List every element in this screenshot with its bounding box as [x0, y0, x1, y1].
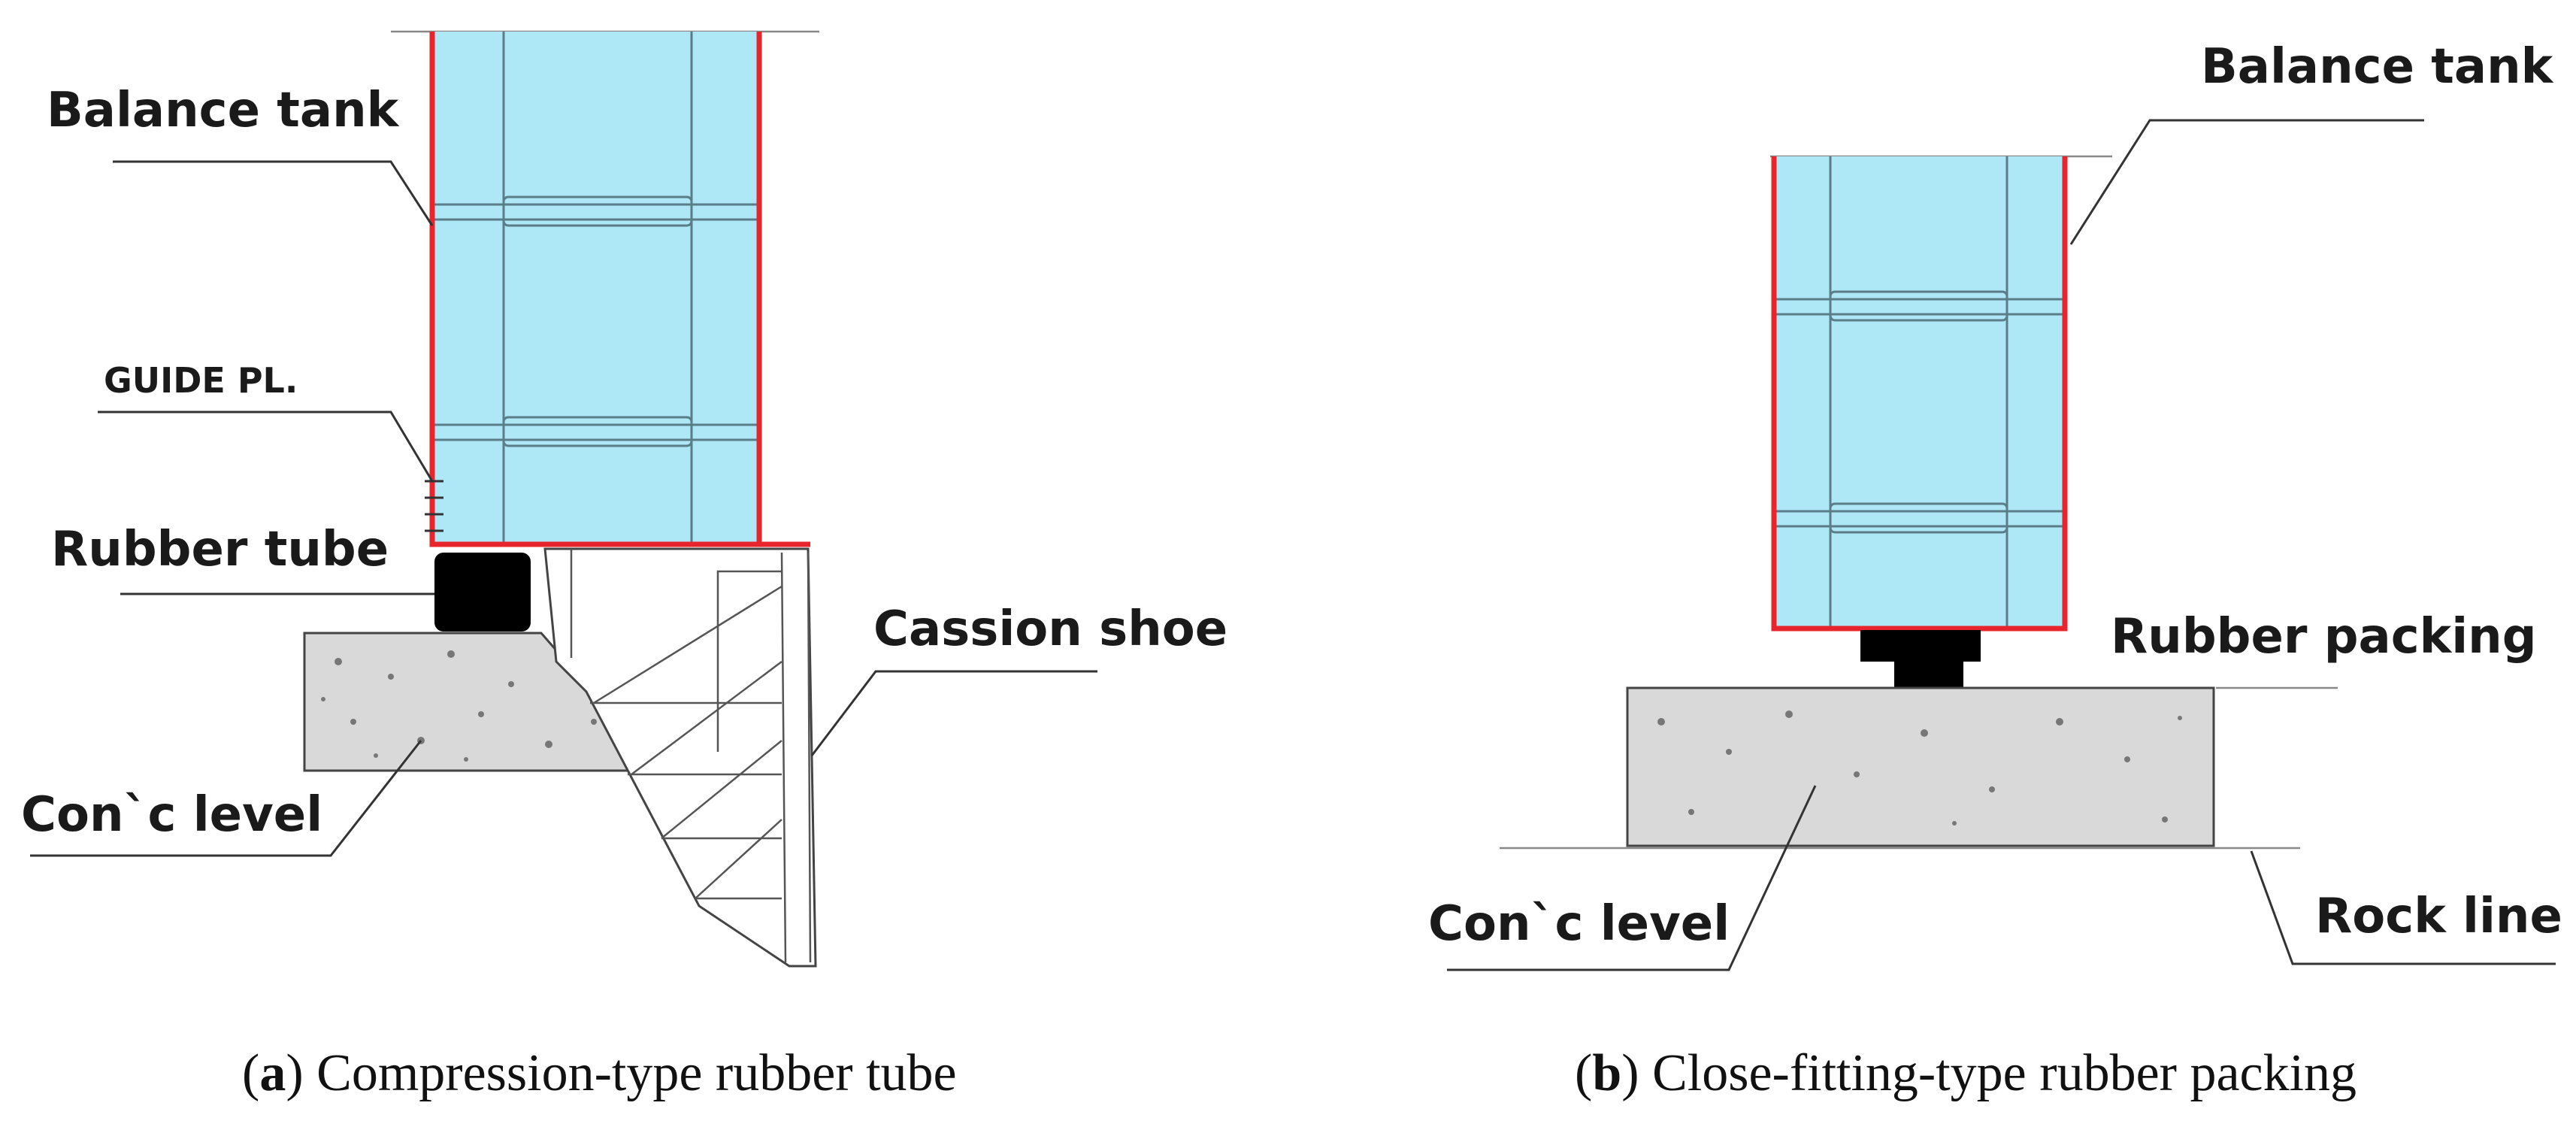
panel-a: Balance tank GUIDE PL. Rubber tube Cassi… [21, 30, 1227, 1102]
caption-a: (a) Compression-type rubber tube [242, 1044, 957, 1102]
tank-outline-b [1771, 156, 2068, 632]
label-rock-line: Rock line [2315, 889, 2562, 944]
label-rubber-packing: Rubber packing [2111, 609, 2537, 665]
panel-b: Balance tank Rubber packing Con`c level … [1428, 39, 2562, 1102]
label-cassion-shoe: Cassion shoe [873, 601, 1227, 657]
rubber-tube-shape [434, 553, 531, 632]
label-balance-tank-a: Balance tank [47, 83, 400, 138]
tank-outline [429, 32, 810, 547]
caption-a-text: Compression-type rubber tube [304, 1044, 957, 1102]
leader-conc-level-b [1447, 785, 1817, 971]
guide-plate [425, 480, 443, 532]
leader-cassion-shoe [810, 670, 1097, 756]
tank-grid-b [1774, 156, 2065, 629]
leader-balance-tank-b [2069, 119, 2424, 245]
rubber-packing-shape [1860, 630, 1981, 688]
leader-conc-level-a [30, 740, 422, 857]
label-balance-tank-b: Balance tank [2201, 39, 2554, 95]
tank-fill [432, 32, 759, 544]
tank-grid [432, 32, 759, 544]
leader-guide-pl [98, 410, 434, 482]
balance-tank-b [1771, 156, 2068, 632]
label-conc-level-b: Con`c level [1428, 896, 1730, 952]
caption-b: (b) Close-fitting-type rubber packing [1575, 1044, 2357, 1102]
caption-a-letter: a [259, 1044, 286, 1102]
label-rubber-tube: Rubber tube [51, 522, 389, 577]
concrete-slab-shape [1626, 686, 2215, 847]
tank-fill-b [1774, 156, 2065, 629]
caisson-shoe [543, 547, 817, 968]
concrete-slab-b [1626, 686, 2215, 847]
label-guide-pl: GUIDE PL. [104, 360, 298, 401]
leader-rock-line [2250, 850, 2556, 965]
caption-b-letter: b [1592, 1044, 1621, 1102]
leader-balance-tank-a [113, 160, 434, 226]
caption-b-text: Close-fitting-type rubber packing [1639, 1044, 2357, 1102]
balance-tank-a [429, 32, 810, 547]
label-conc-level-a: Con`c level [21, 787, 322, 843]
